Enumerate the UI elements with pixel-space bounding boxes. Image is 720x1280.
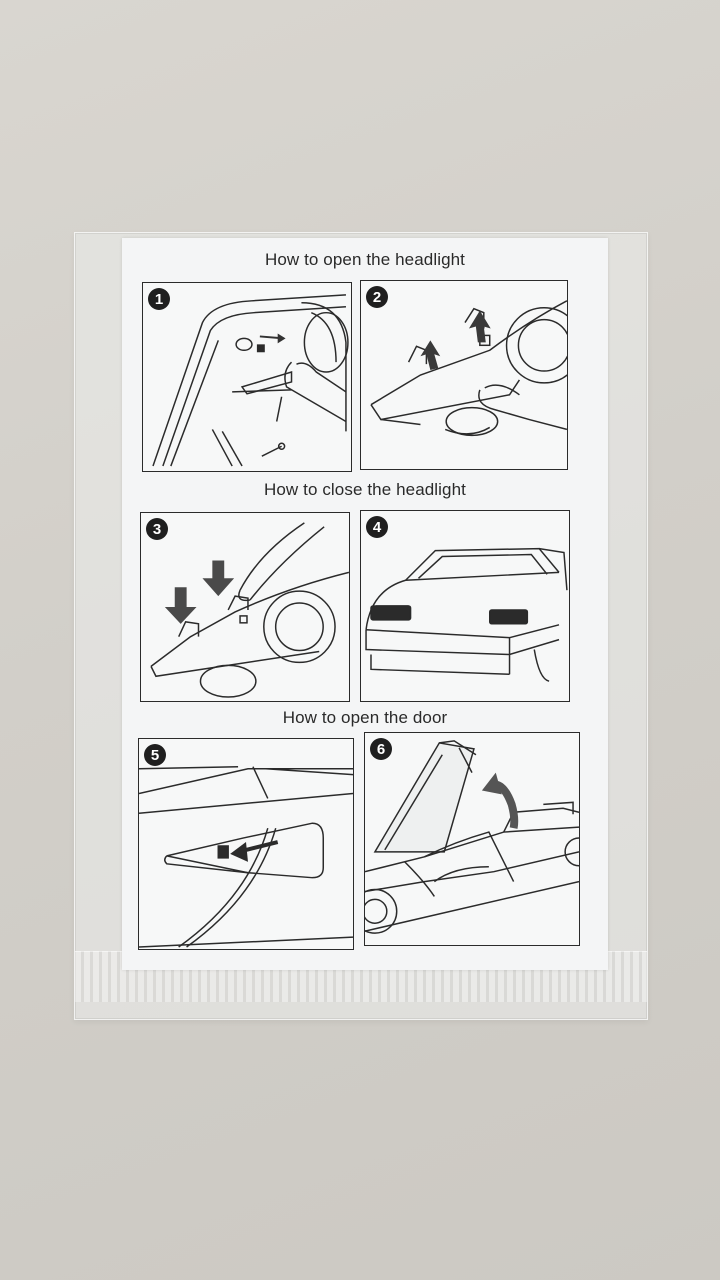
step-6-panel: 6 [364, 732, 580, 946]
step-3-panel: 3 [140, 512, 350, 702]
section-heading-open-door: How to open the door [282, 708, 448, 727]
step-1-badge: 1 [148, 288, 170, 310]
step-5-badge: 5 [144, 744, 166, 766]
step-3-illustration [150, 522, 349, 698]
step-1-panel: 1 [142, 282, 352, 472]
section-heading-close-headlight: How to close the headlight [263, 480, 466, 499]
lift-arrow-icon [420, 310, 491, 371]
step-4-illustration [365, 547, 568, 682]
step-5-panel: 5 [138, 738, 354, 950]
section-heading-open-headlight: How to open the headlight [264, 250, 466, 269]
step-3-badge: 3 [146, 518, 168, 540]
step-4-badge: 4 [366, 516, 388, 538]
step-5-illustration [139, 765, 353, 948]
step-6-badge: 6 [370, 738, 392, 760]
press-arrow-icon [164, 560, 235, 624]
lift-door-arrow-icon [481, 772, 519, 829]
step-2-badge: 2 [366, 286, 388, 308]
step-6-illustration [365, 740, 579, 934]
step-2-panel: 2 [360, 280, 568, 470]
push-arrow-icon [256, 333, 286, 353]
pull-arrow-icon [230, 840, 279, 862]
step-4-panel: 4 [360, 510, 570, 702]
instruction-sheet: How to open the headlight How to close t… [122, 238, 608, 970]
step-1-illustration [152, 294, 349, 467]
step-2-illustration [370, 300, 567, 437]
